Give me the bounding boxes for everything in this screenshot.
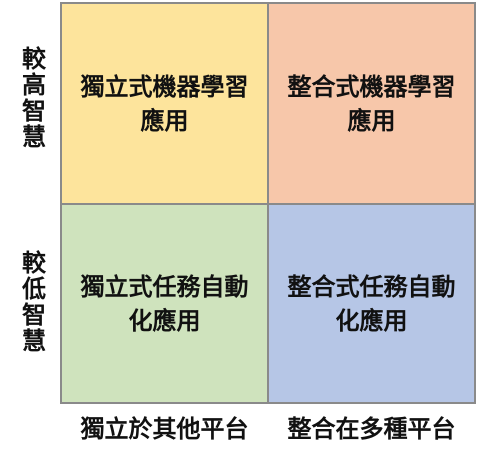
quadrant-integrated-automation: 整合式任務自動化應用: [267, 203, 476, 404]
quadrant-matrix: 獨立式機器學習應用 整合式機器學習應用 獨立式任務自動化應用 整合式任務自動化應…: [60, 2, 476, 404]
quadrant-standalone-ml: 獨立式機器學習應用: [60, 2, 269, 205]
quadrant-integrated-automation-label: 整合式任務自動化應用: [287, 272, 456, 335]
x-axis-integrated-label: 整合在多種平台: [287, 415, 456, 443]
y-axis-high-label: 較高智慧: [22, 45, 46, 151]
y-axis-low-label: 較低智慧: [22, 249, 46, 355]
quadrant-integrated-ml-label: 整合式機器學習應用: [287, 72, 456, 135]
quadrant-standalone-ml-label: 獨立式機器學習應用: [80, 72, 249, 135]
quadrant-standalone-automation: 獨立式任務自動化應用: [60, 203, 269, 404]
x-axis-standalone-label: 獨立於其他平台: [80, 415, 249, 443]
quadrant-integrated-ml: 整合式機器學習應用: [267, 2, 476, 205]
quadrant-standalone-automation-label: 獨立式任務自動化應用: [80, 272, 249, 335]
